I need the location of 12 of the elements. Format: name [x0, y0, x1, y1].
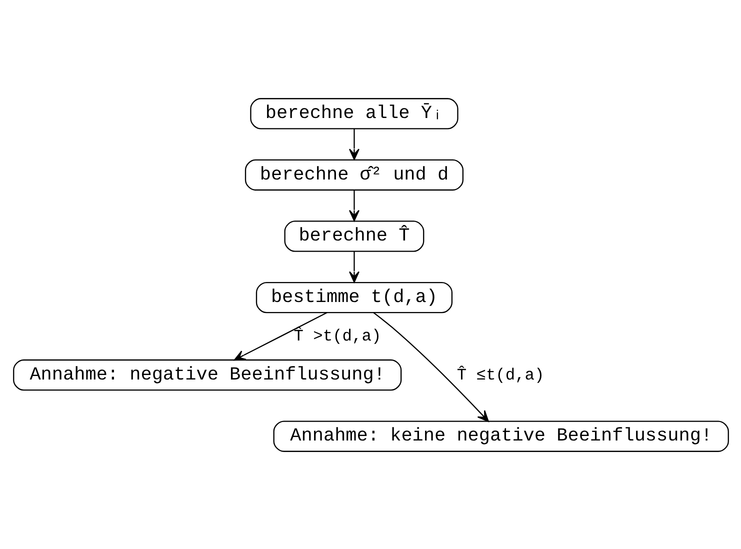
arrow: [348, 190, 359, 221]
node-box: Annahme: keine negative Beeinflussung!: [272, 420, 728, 452]
node-box: bestimme t(d,a): [255, 281, 452, 313]
node-box: berechne T̂: [284, 220, 424, 252]
node-box: Annahme: negative Beeinflussung!: [12, 358, 402, 390]
arrow: [348, 128, 359, 160]
arrow: [372, 312, 488, 422]
arrow: [233, 312, 327, 360]
node-box: berechne alle Ȳᵢ: [250, 98, 458, 129]
arrow: [348, 250, 359, 282]
node-box: berechne σ̂² und d: [244, 158, 464, 190]
edge-label: T̂ ≤t(d,a): [456, 366, 544, 384]
